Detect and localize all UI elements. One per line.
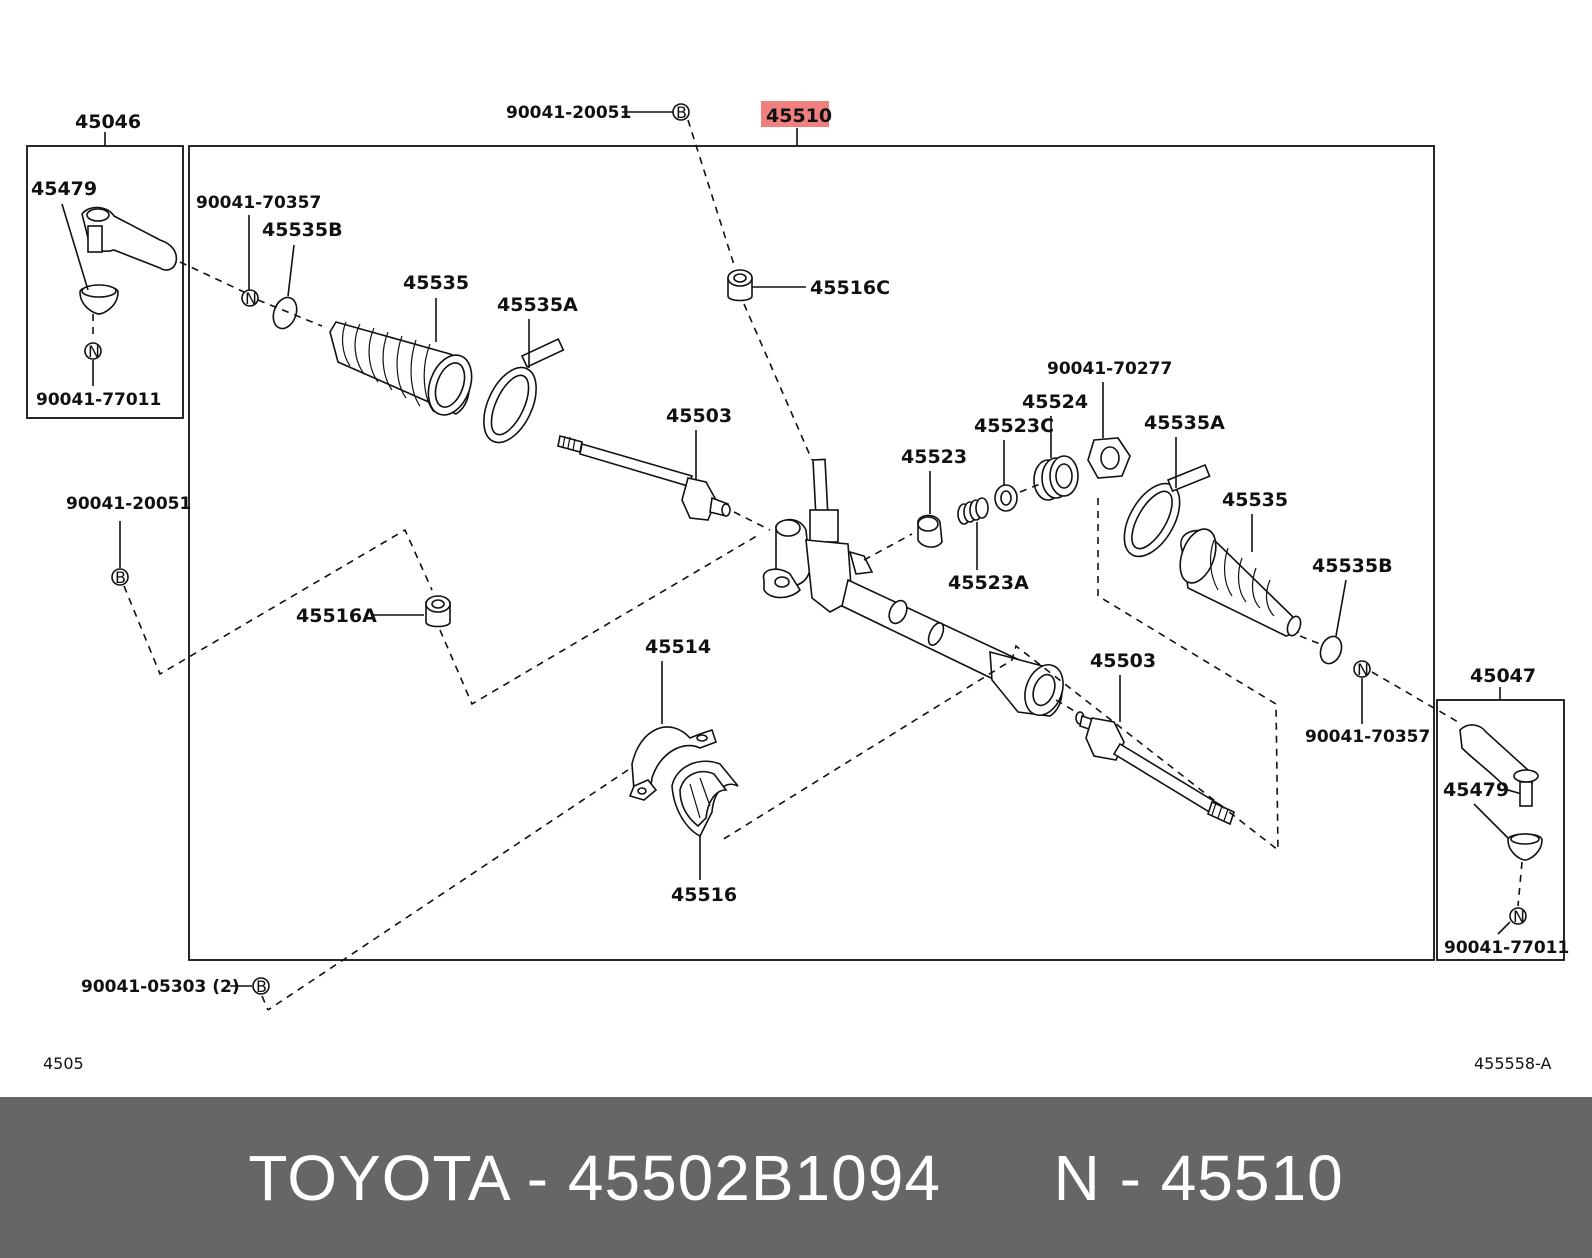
band-a-right-drawing [1123,463,1211,558]
footer-brand: TOYOTA [248,1141,509,1214]
svg-text:B: B [256,977,267,996]
label-plug[interactable]: 45524 [1022,391,1088,413]
grommet-a-drawing [425,595,451,628]
label-spring[interactable]: 45523A [948,572,1029,594]
label-grommet-a[interactable]: 45516A [296,605,377,627]
boot-left-drawing [329,321,473,416]
footer-part-number: 45502B1094 [567,1141,941,1214]
label-clip-n-left[interactable]: 90041-70357 [196,193,321,213]
label-band-a-left[interactable]: 45535A [497,294,578,316]
label-nut-left[interactable]: 90041-77011 [36,390,161,410]
band-b-right-drawing [1319,635,1343,665]
label-clip-left[interactable]: 90041-20051 [66,494,191,514]
bushing-drawing [671,760,739,838]
label-boot-left[interactable]: 45535 [403,272,469,294]
label-grommet-c[interactable]: 45516C [810,277,890,299]
footer-ref-number: 45510 [1160,1141,1344,1214]
label-bracket[interactable]: 45514 [645,636,711,658]
diagram-canvas: 45510 45046 45047 45479 N 90041-77011 90… [26,101,1570,1073]
rack-guide-drawing [917,514,943,548]
label-band-b-right[interactable]: 45535B [1312,555,1393,577]
spring-drawing [957,497,989,525]
svg-text:N: N [1513,907,1525,926]
label-bushing[interactable]: 45516 [671,884,737,906]
label-guide[interactable]: 45523 [901,446,967,468]
footer-bar: TOYOTA - 45502B1094 N - 45510 [0,1097,1592,1258]
footer-sep-1: - [526,1141,550,1214]
n-symbol-clip-right [1353,660,1371,678]
grommet-c-drawing [727,269,753,302]
band-a-left-drawing [483,338,565,444]
band-b-left-drawing [272,296,298,330]
n-symbol-left [84,342,102,360]
label-clip-top[interactable]: 90041-20051 [506,103,631,123]
label-rod-right[interactable]: 45503 [1090,650,1156,672]
label-nut-right[interactable]: 90041-77011 [1444,938,1569,958]
n-symbol-right [1509,907,1527,925]
label-locknut[interactable]: 90041-70277 [1047,359,1172,379]
b-symbol-bottom [252,977,270,995]
steering-rack-exploded-diagram: 45510 45046 45047 45479 N 90041-77011 90… [26,101,1569,1073]
page-ref-left: 4505 [43,1054,84,1073]
assembly-highlight [761,101,829,127]
label-rod-left[interactable]: 45503 [666,405,732,427]
label-clip-n-right[interactable]: 90041-70357 [1305,727,1430,747]
svg-text:N: N [1357,660,1369,679]
b-symbol-left [111,568,129,586]
svg-text:N: N [245,289,257,308]
label-right-box-title[interactable]: 45047 [1470,665,1536,687]
bracket-drawing [628,726,718,801]
label-tie-rod-end-right[interactable]: 45479 [1443,779,1509,801]
label-ring[interactable]: 45523C [974,415,1054,437]
footer-title: TOYOTA - 45502B1094 N - 45510 [248,1141,1343,1215]
label-band-a-right[interactable]: 45535A [1144,412,1225,434]
b-symbol-top [672,103,690,121]
tie-rod-end-left-drawing [79,206,178,315]
label-left-box-title[interactable]: 45046 [75,111,141,133]
label-band-b-left[interactable]: 45535B [262,219,343,241]
label-boot-right[interactable]: 45535 [1222,489,1288,511]
footer-ref-prefix: N [1053,1141,1101,1214]
label-assembly[interactable]: 45510 [766,105,832,127]
label-clip-bottom[interactable]: 90041-05303 (2) [81,977,240,997]
tie-rod-end-right-drawing [1459,724,1543,861]
svg-text:B: B [676,103,687,122]
boot-right-drawing [1179,528,1302,637]
plug-drawing [1033,455,1079,501]
rack-end-left-drawing [557,435,731,521]
assembly-frame [188,145,1435,961]
label-tie-rod-end-left[interactable]: 45479 [31,178,97,200]
footer-sep-2: - [1119,1141,1142,1214]
page-ref-right: 455558-A [1474,1054,1552,1073]
locknut-drawing [1087,437,1131,479]
n-symbol-clip-left [241,289,259,307]
svg-text:N: N [88,342,100,361]
rack-end-right-drawing [1075,711,1235,826]
rack-housing-drawing [762,458,1064,717]
svg-text:B: B [115,568,126,587]
